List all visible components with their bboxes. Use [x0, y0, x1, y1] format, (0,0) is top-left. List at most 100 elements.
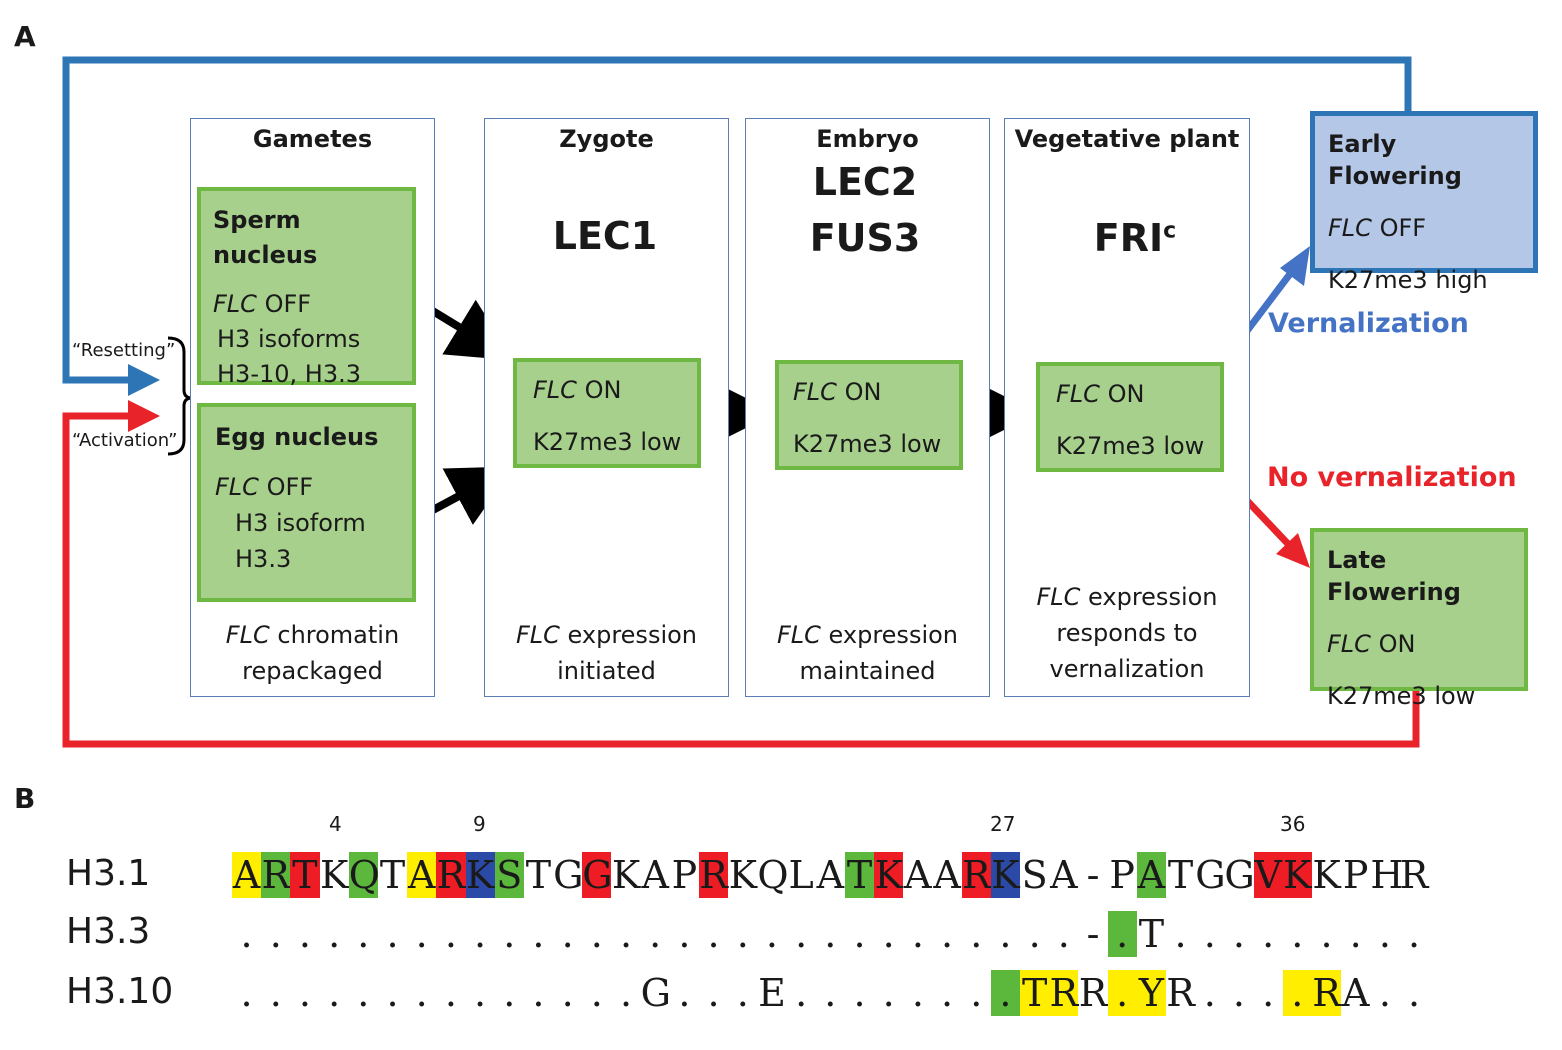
no-vernalization-label: No vernalization — [1267, 462, 1517, 493]
residue: . — [1203, 971, 1216, 1015]
residue: . — [1320, 912, 1333, 956]
residue: A — [1050, 853, 1078, 897]
residue: R — [1166, 971, 1195, 1015]
sequence-name: H3.1 — [66, 853, 151, 894]
residue: . — [882, 912, 895, 956]
flc-status: FLC ON — [793, 378, 882, 406]
k27-level: K27me3 low — [1056, 432, 1205, 460]
residue: . — [678, 971, 691, 1015]
residue: . — [1349, 912, 1362, 956]
residue: . — [824, 912, 837, 956]
residue: . — [328, 912, 341, 956]
residue: G — [1224, 853, 1255, 897]
residue: R — [1311, 970, 1342, 1016]
residue: A — [933, 853, 961, 897]
residue: . — [707, 971, 720, 1015]
residue: S — [494, 852, 524, 898]
residue: T — [1138, 912, 1165, 956]
residue: . — [1107, 970, 1137, 1016]
residue: A — [1136, 852, 1166, 898]
residue: . — [561, 912, 574, 956]
factor-lec1: LEC1 — [552, 214, 658, 258]
residue: K — [465, 852, 495, 898]
no-vernalization-arrowhead — [1276, 533, 1310, 568]
residue: . — [882, 971, 895, 1015]
residue: . — [1408, 912, 1421, 956]
residue: . — [386, 971, 399, 1015]
stage-title: Gametes — [252, 125, 373, 153]
residue: . — [503, 912, 516, 956]
residue: P — [671, 853, 698, 897]
residue: . — [503, 971, 516, 1015]
residue: K — [611, 853, 641, 897]
k27-level: K27me3 low — [533, 428, 682, 456]
flc-status: FLC OFF — [1328, 214, 1427, 242]
residue: . — [240, 971, 253, 1015]
panel-a-label: A — [14, 20, 36, 53]
residue: K — [728, 853, 757, 897]
residue: . — [941, 912, 954, 956]
residue: . — [444, 971, 457, 1015]
vernalization-label: Vernalization — [1268, 308, 1469, 339]
residue: . — [357, 971, 370, 1015]
stage-footnote: FLC chromatin repackaged — [225, 621, 400, 685]
residue: R — [961, 852, 991, 898]
residue: T — [379, 853, 406, 897]
residue: . — [1262, 912, 1275, 956]
activation-label: “Activation” — [72, 430, 178, 451]
residue: R — [699, 852, 729, 898]
sequence-row-h3-3: .............................-.T........… — [232, 911, 1429, 957]
residue: R — [261, 852, 291, 898]
flc-status: FLC OFF — [213, 290, 312, 318]
residue: A — [232, 852, 262, 898]
flc-status: FLC ON — [1056, 380, 1145, 408]
residue: . — [328, 971, 341, 1015]
egg-nucleus-box: Egg nucleus FLC OFF H3 isoform H3.3 — [197, 403, 416, 602]
residue: T — [1167, 853, 1194, 897]
residue: . — [911, 971, 924, 1015]
residue: Y — [1136, 970, 1166, 1016]
isoform-list: H3.3 — [235, 545, 292, 573]
embryo-flc-box: FLC ON K27me3 low — [775, 360, 963, 470]
residue: . — [415, 971, 428, 1015]
resetting-arrowhead — [128, 364, 160, 396]
residue: . — [561, 971, 574, 1015]
residue: . — [1408, 971, 1421, 1015]
residue: . — [444, 912, 457, 956]
stage-title: Vegetative plant — [1014, 125, 1240, 153]
residue: . — [532, 971, 545, 1015]
residue: . — [678, 912, 691, 956]
residue: . — [1174, 912, 1187, 956]
stage-title: Embryo — [816, 125, 919, 153]
flc-status: FLC OFF — [215, 473, 314, 501]
residue: - — [1086, 853, 1100, 897]
residue: R — [1049, 970, 1079, 1016]
residue: G — [582, 852, 613, 898]
residue: . — [649, 912, 662, 956]
residue: G — [553, 853, 584, 897]
residue: . — [970, 912, 983, 956]
residue: . — [707, 912, 720, 956]
residue: K — [874, 852, 904, 898]
residue: K — [1312, 853, 1341, 897]
residue: Q — [348, 852, 380, 898]
residue: P — [1109, 853, 1135, 897]
k27-level: K27me3 low — [793, 430, 942, 458]
sequence-name: H3.10 — [66, 971, 174, 1012]
residue: - — [1086, 912, 1100, 956]
residue: . — [590, 971, 603, 1015]
residue: . — [853, 971, 866, 1015]
position-label: 4 — [329, 812, 342, 836]
sequence-name: H3.3 — [66, 911, 151, 952]
residue: . — [853, 912, 866, 956]
residue: . — [474, 912, 487, 956]
stage-footnote: FLC expression initiated — [515, 621, 698, 685]
residue: . — [298, 912, 312, 956]
k27-level: K27me3 low — [1327, 682, 1476, 710]
residue: . — [824, 971, 837, 1015]
residue: V — [1253, 852, 1283, 898]
residue: . — [736, 971, 749, 1015]
residue: . — [269, 971, 282, 1015]
